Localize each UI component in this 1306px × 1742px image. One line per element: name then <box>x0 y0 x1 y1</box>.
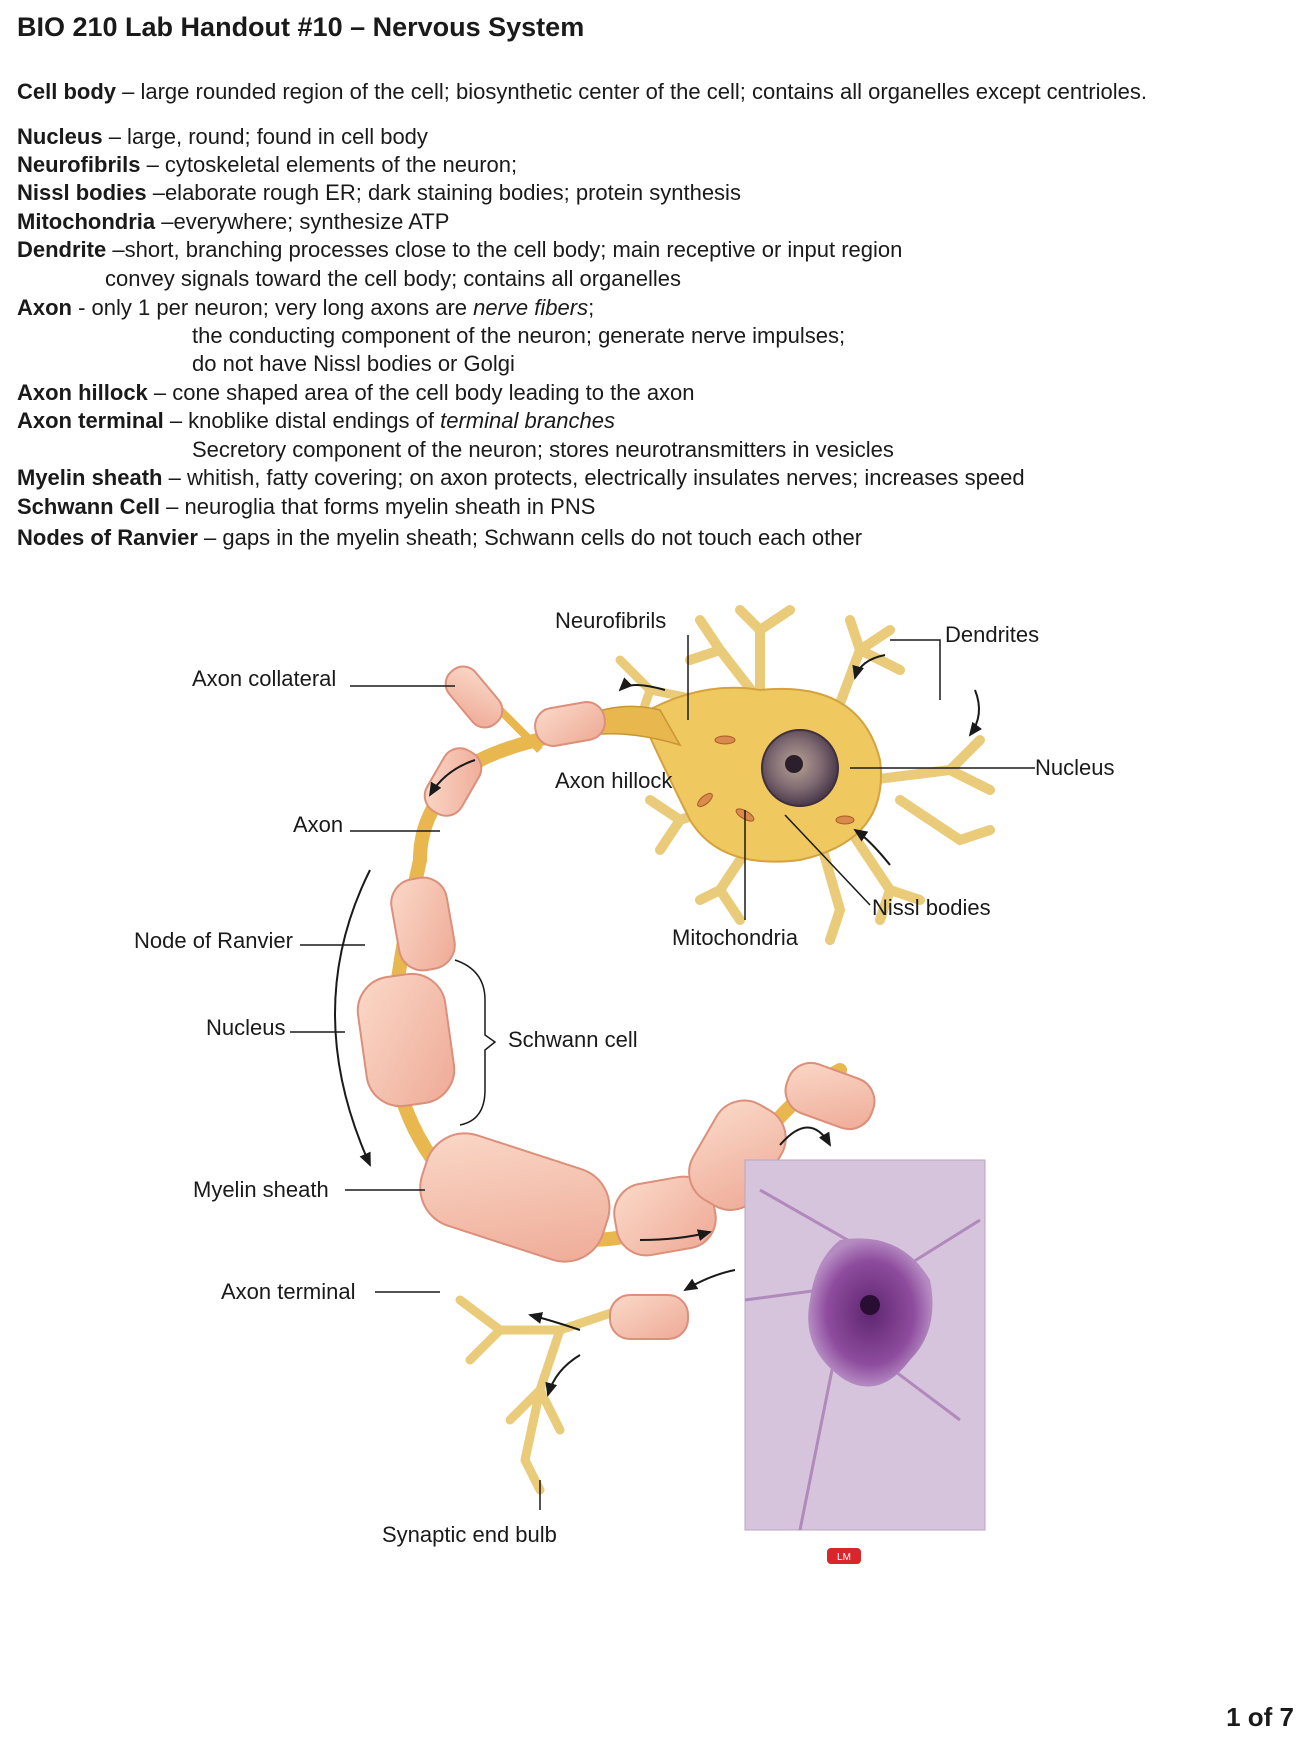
lm-badge <box>827 1548 861 1564</box>
def-nucleus: Nucleus – large, round; found in cell bo… <box>17 123 428 151</box>
definition-text: – whitish, fatty covering; on axon prote… <box>162 465 1025 490</box>
page-number: 1 of 7 <box>1226 1702 1294 1732</box>
lm-micrograph <box>744 1159 986 1531</box>
term: Nucleus <box>17 124 103 149</box>
definition-text: ; <box>588 295 595 320</box>
label-dendrites: Dendrites <box>945 622 1039 647</box>
leader-lines <box>290 635 1035 1510</box>
page-title: BIO 210 Lab Handout #10 – Nervous System <box>17 12 585 42</box>
def-axon-terminal: Axon terminal – knoblike distal endings … <box>17 407 615 435</box>
definition-text: –elaborate rough ER; dark staining bodie… <box>146 180 741 205</box>
direction-arrows <box>334 654 982 1397</box>
def-axon-terminal-cont: Secretory component of the neuron; store… <box>192 437 894 462</box>
label-neurofibrils: Neurofibrils <box>555 608 666 633</box>
def-axon-cont: the conducting component of the neuron; … <box>192 323 846 348</box>
definition-text: – gaps in the myelin sheath; Schwann cel… <box>197 525 863 550</box>
def-ranvier: Nodes of Ranvier – gaps in the myelin sh… <box>17 524 862 552</box>
label-node-of-ranvier: Node of Ranvier <box>134 928 293 953</box>
term: Axon <box>17 295 72 320</box>
definition-text: – knoblike distal endings of <box>163 408 441 433</box>
axon-terminal-branches <box>455 1294 689 1495</box>
term: Dendrite <box>17 237 107 262</box>
myelinated-axon <box>356 701 876 1263</box>
def-axon-cont2: do not have Nissl bodies or Golgi <box>192 351 515 376</box>
label-mitochondria: Mitochondria <box>672 925 799 950</box>
term: Axon terminal <box>17 408 164 433</box>
term: Cell body <box>17 79 117 104</box>
neuron-diagram: LM Neurofibrils Dendrites Axon collatera… <box>134 605 1114 1564</box>
lm-badge-label: LM <box>837 1552 851 1563</box>
label-schwann-nucleus: Nucleus <box>206 1015 285 1040</box>
definition-text: – cone shaped area of the cell body lead… <box>147 380 695 405</box>
definition-text: – large, round; found in cell body <box>102 124 428 149</box>
label-myelin-sheath: Myelin sheath <box>193 1177 329 1202</box>
axon-collateral <box>444 665 543 753</box>
term: Nissl bodies <box>17 180 147 205</box>
label-axon: Axon <box>293 812 343 837</box>
definition-text: – cytoskeletal elements of the neuron; <box>140 152 518 177</box>
label-schwann-cell: Schwann cell <box>508 1027 638 1052</box>
definition-emphasis: terminal branches <box>440 408 615 433</box>
term: Schwann Cell <box>17 494 161 519</box>
definition-emphasis: nerve fibers <box>473 295 589 320</box>
def-axon-hillock: Axon hillock – cone shaped area of the c… <box>17 379 695 407</box>
term: Mitochondria <box>17 209 156 234</box>
cell-body <box>638 686 882 863</box>
definition-text: - only 1 per neuron; very long axons are <box>72 295 474 320</box>
def-nissl: Nissl bodies –elaborate rough ER; dark s… <box>17 179 741 207</box>
def-dendrite-cont: convey signals toward the cell body; con… <box>105 266 681 291</box>
label-axon-collateral: Axon collateral <box>192 666 336 691</box>
label-synaptic-end-bulb: Synaptic end bulb <box>382 1522 557 1547</box>
definition-text: – neuroglia that forms myelin sheath in … <box>160 494 596 519</box>
definition-text: – large rounded region of the cell; bios… <box>116 79 1147 104</box>
label-axon-terminal: Axon terminal <box>221 1279 356 1304</box>
def-dendrite: Dendrite –short, branching processes clo… <box>17 236 902 264</box>
term: Nodes of Ranvier <box>17 525 198 550</box>
term: Myelin sheath <box>17 465 163 490</box>
definition-text: –everywhere; synthesize ATP <box>155 209 450 234</box>
def-axon: Axon - only 1 per neuron; very long axon… <box>17 294 594 322</box>
term: Axon hillock <box>17 380 148 405</box>
def-cell-body: Cell body – large rounded region of the … <box>17 78 1147 106</box>
term: Neurofibrils <box>17 152 141 177</box>
def-mitochondria: Mitochondria –everywhere; synthesize ATP <box>17 208 449 236</box>
label-axon-hillock: Axon hillock <box>555 768 673 793</box>
label-nissl-bodies: Nissl bodies <box>872 895 991 920</box>
label-nucleus: Nucleus <box>1035 755 1114 780</box>
definition-text: –short, branching processes close to the… <box>106 237 903 262</box>
def-myelin: Myelin sheath – whitish, fatty covering;… <box>17 464 1025 492</box>
def-neurofibrils: Neurofibrils – cytoskeletal elements of … <box>17 151 517 179</box>
nucleolus <box>785 755 803 773</box>
def-schwann: Schwann Cell – neuroglia that forms myel… <box>17 493 595 521</box>
